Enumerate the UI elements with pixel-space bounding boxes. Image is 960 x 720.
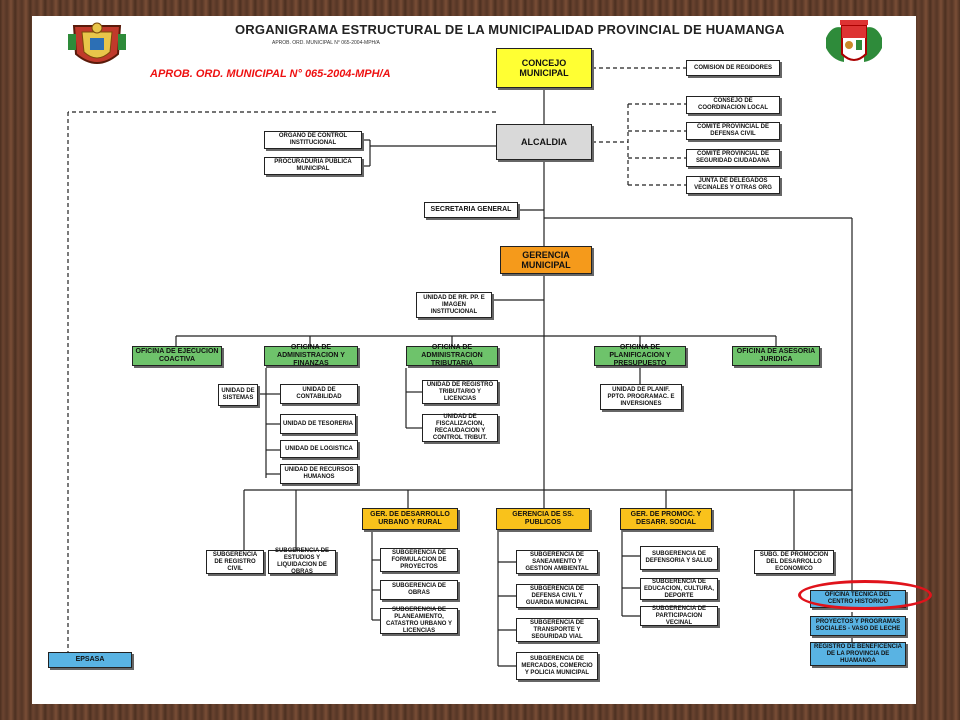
node-saneamiento-ambiental[interactable]: SUBGERENCIA DE SANEAMIENTO Y GESTION AMB…: [516, 550, 598, 574]
node-gerencia-municipal[interactable]: GERENCIA MUNICIPAL: [500, 246, 592, 274]
node-consejo-coordinacion[interactable]: CONSEJO DE COORDINACION LOCAL: [686, 96, 780, 114]
node-educacion-cultura[interactable]: SUBGERENCIA DE EDUCACION, CULTURA, DEPOR…: [640, 578, 718, 600]
node-junta-vecinal[interactable]: JUNTA DE DELEGADOS VECINALES Y OTRAS ORG: [686, 176, 780, 194]
node-comision[interactable]: COMISION DE REGIDORES: [686, 60, 780, 76]
peru-national-shield-icon: [826, 20, 882, 62]
node-asesoria-juridica[interactable]: OFICINA DE ASESORIA JURIDICA: [732, 346, 820, 366]
node-programas-sociales[interactable]: PROYECTOS Y PROGRAMAS SOCIALES - VASO DE…: [810, 616, 906, 636]
node-ger-desarrollo-urbano[interactable]: GER. DE DESARROLLO URBANO Y RURAL: [362, 508, 458, 530]
node-transporte-vial[interactable]: SUBGERENCIA DE TRANSPORTE Y SEGURIDAD VI…: [516, 618, 598, 642]
node-unidad-logistica[interactable]: UNIDAD DE LOGISTICA: [280, 440, 358, 458]
node-secretaria-general[interactable]: SECRETARIA GENERAL: [424, 202, 518, 218]
node-epsasa[interactable]: EPSASA: [48, 652, 132, 668]
node-unidad-planificacion[interactable]: UNIDAD DE PLANIF. PPTO. PROGRAMAC. E INV…: [600, 384, 682, 410]
node-administracion-finanzas[interactable]: OFICINA DE ADMINISTRACION Y FINANZAS: [264, 344, 358, 367]
municipal-coat-of-arms-icon: [68, 22, 126, 64]
node-organo-control[interactable]: ORGANO DE CONTROL INSTITUCIONAL: [264, 131, 362, 149]
node-defensa-civil[interactable]: SUBGERENCIA DE DEFENSA CIVIL Y GUARDIA M…: [516, 584, 598, 608]
node-gerencia-servicios[interactable]: GERENCIA DE SS. PUBLICOS: [496, 508, 590, 530]
node-fiscalizacion-tributaria[interactable]: UNIDAD DE FISCALIZACION, RECAUDACION Y C…: [422, 414, 498, 442]
node-estudios-obras[interactable]: SUBGERENCIA DE ESTUDIOS Y LIQUIDACION DE…: [268, 548, 336, 575]
node-unidad-tesoreria[interactable]: UNIDAD DE TESORERIA: [280, 414, 356, 434]
approval-note: APROB. ORD. MUNICIPAL N° 065-2004-MPH/A: [150, 68, 391, 80]
node-ejecucion-coactiva[interactable]: OFICINA DE EJECUCION COACTIVA: [132, 346, 222, 366]
node-procuraduria[interactable]: PROCURADURIA PUBLICA MUNICIPAL: [264, 157, 362, 175]
node-alcaldia[interactable]: ALCALDIA: [496, 124, 592, 160]
node-comite-defensa[interactable]: COMITÉ PROVINCIAL DE DEFENSA CIVIL: [686, 122, 780, 140]
node-relaciones-publicas[interactable]: UNIDAD DE RR. PP. E IMAGEN INSTITUCIONAL: [416, 292, 492, 318]
chart-title: ORGANIGRAMA ESTRUCTURAL DE LA MUNICIPALI…: [235, 22, 785, 37]
highlight-circle: [798, 580, 932, 610]
node-unidad-sistemas[interactable]: UNIDAD DE SISTEMAS: [218, 384, 258, 406]
node-registro-civil[interactable]: SUBGERENCIA DE REGISTRO CIVIL: [206, 550, 264, 574]
node-comite-seguridad[interactable]: COMITÉ PROVINCIAL DE SEGURIDAD CIUDADANA: [686, 149, 780, 167]
node-planificacion-presupuesto[interactable]: OFICINA DE PLANIFICACION Y PRESUPUESTO: [594, 344, 686, 367]
node-beneficencia[interactable]: REGISTRO DE BENEFICENCIA DE LA PROVINCIA…: [810, 642, 906, 666]
node-participacion-vecinal[interactable]: SUBGERENCIA DE PARTICIPACION VECINAL: [640, 606, 718, 626]
node-catastro-licencias[interactable]: SUBGERENCIA DE PLANEAMIENTO, CATASTRO UR…: [380, 607, 458, 634]
node-desarrollo-economico[interactable]: SUBG. DE PROMOCION DEL DESARROLLO ECONOM…: [754, 550, 834, 574]
node-concejo[interactable]: CONCEJO MUNICIPAL: [496, 48, 592, 88]
node-subgerencia-obras[interactable]: SUBGERENCIA DE OBRAS: [380, 580, 458, 600]
node-unidad-contabilidad[interactable]: UNIDAD DE CONTABILIDAD: [280, 384, 358, 404]
chart-subtitle: APROB. ORD. MUNICIPAL N° 065-2004-MPH/A: [272, 40, 380, 46]
node-defensoria-salud[interactable]: SUBGERENCIA DE DEFENSORIA Y SALUD: [640, 546, 718, 570]
node-formulacion-proyectos[interactable]: SUBGERENCIA DE FORMULACION DE PROYECTOS: [380, 548, 458, 572]
node-ger-promocion-social[interactable]: GER. DE PROMOC. Y DESARR. SOCIAL: [620, 508, 712, 530]
node-administracion-tributaria[interactable]: OFICINA DE ADMINISTRACION TRIBUTARIA: [406, 344, 498, 367]
node-registro-tributario[interactable]: UNIDAD DE REGISTRO TRIBUTARIO Y LICENCIA…: [422, 380, 498, 404]
node-mercados-comercio[interactable]: SUBGERENCIA DE MERCADOS, COMERCIO Y POLI…: [516, 652, 598, 680]
node-unidad-rrhh[interactable]: UNIDAD DE RECURSOS HUMANOS: [280, 464, 358, 484]
